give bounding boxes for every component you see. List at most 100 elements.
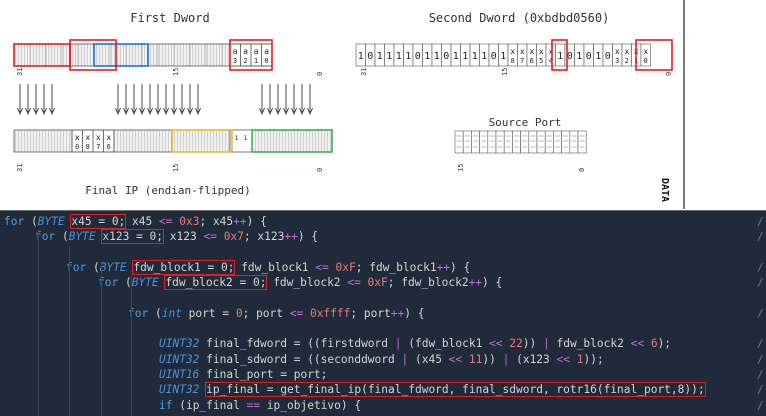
code-token: BYTE bbox=[99, 260, 127, 274]
code-line[interactable]: UINT32 final_sdword = ((seconddword | (x… bbox=[159, 353, 604, 366]
code-token: (fdw_block1 bbox=[401, 337, 490, 351]
code-token: final_port = port; bbox=[199, 368, 328, 381]
second-dword-x-top: x bbox=[624, 47, 629, 56]
code-line[interactable]: for (BYTE x123 = 0; x123 <= 0x7; x123++)… bbox=[35, 229, 319, 245]
code-token: ) { bbox=[246, 215, 267, 228]
source-port-cell bbox=[536, 130, 546, 154]
code-token: ip_objetivo) { bbox=[260, 398, 362, 412]
first-dword-cell-top: a bbox=[264, 47, 269, 56]
second-dword-bit-text: 0 bbox=[605, 51, 611, 62]
arrow-head bbox=[259, 107, 265, 116]
code-line[interactable]: UINT16 final_port = port; bbox=[159, 368, 327, 381]
code-line[interactable]: UINT32 ip_final = get_final_ip(final_fdw… bbox=[159, 382, 706, 398]
code-token: for bbox=[98, 276, 119, 290]
arrow-head bbox=[115, 107, 121, 116]
final-ip-cell-sub: 0 bbox=[75, 143, 79, 151]
code-line[interactable]: for (BYTE fdw_block1 = 0; fdw_block1 <= … bbox=[66, 259, 470, 275]
code-token: 1 bbox=[576, 352, 584, 366]
first-dword-cell-top: a bbox=[243, 47, 248, 56]
code-token: ; port bbox=[350, 306, 391, 320]
final-ip-cell-top: x bbox=[85, 133, 90, 142]
second-dword-x-sub: 6 bbox=[530, 57, 534, 65]
code-token bbox=[570, 353, 577, 366]
code-line[interactable]: for (int port = 0; port <= 0xffff; port+… bbox=[128, 307, 425, 320]
source-port-cell bbox=[503, 130, 513, 154]
axis-label-0-bottom: 0 bbox=[316, 168, 324, 172]
code-token: ( bbox=[118, 276, 132, 290]
axis-label-31-bottom: 31 bbox=[16, 164, 24, 172]
second-dword-bit-text: 1 bbox=[358, 51, 364, 62]
code-token: ; fdw_block2 bbox=[387, 276, 469, 290]
second-dword-title: Second Dword (0xbdbd0560) bbox=[429, 11, 610, 25]
code-token: BYTE bbox=[131, 276, 159, 290]
source-port-cell bbox=[495, 130, 505, 154]
arrow-head bbox=[171, 107, 177, 116]
code-line[interactable]: for (BYTE x45 = 0; x45 <= 0x3; x45++) { bbox=[4, 214, 267, 229]
arrow-head bbox=[275, 107, 281, 116]
arrow-head bbox=[163, 107, 169, 116]
code-token: ++ bbox=[436, 260, 451, 274]
code-token: ++ bbox=[390, 306, 405, 320]
code-token: UINT32 bbox=[159, 337, 200, 351]
second-dword-x-sub: 4 bbox=[549, 57, 553, 65]
second-dword-bit-text: 1 bbox=[576, 51, 582, 62]
code-token: 0x7 bbox=[223, 230, 244, 244]
code-token: | bbox=[394, 337, 402, 351]
second-dword-x-top: x bbox=[529, 47, 534, 56]
arrow-head bbox=[195, 107, 201, 116]
code-line[interactable]: if (ip_final == ip_objetivo) { bbox=[159, 399, 361, 412]
arrow-head bbox=[283, 107, 289, 116]
arrow-head bbox=[179, 107, 185, 116]
arrow-head bbox=[49, 107, 55, 116]
second-dword-bit-text: 1 bbox=[557, 51, 563, 62]
code-token: (ip_final bbox=[172, 398, 247, 412]
code-token: ( bbox=[148, 306, 162, 320]
source-port-cell bbox=[520, 130, 530, 154]
source-port-cell bbox=[577, 130, 587, 154]
code-token: ; port bbox=[242, 306, 290, 320]
second-dword-bit-text: 1 bbox=[405, 51, 411, 62]
comment-marker: / bbox=[757, 306, 764, 320]
source-port-cell bbox=[479, 130, 489, 154]
code-editor[interactable]: for (BYTE x45 = 0; x45 <= 0x3; x45++) { /… bbox=[0, 210, 766, 416]
second-dword-bit-text: 1 bbox=[481, 51, 487, 62]
bit-mapping-arrows bbox=[17, 84, 313, 116]
second-dword-bit-text: 0 bbox=[415, 51, 421, 62]
comment-marker: / bbox=[757, 383, 764, 397]
code-token: port = bbox=[181, 306, 236, 320]
code-token bbox=[303, 307, 310, 320]
code-token: ; x45 bbox=[199, 215, 234, 228]
code-token: ) { bbox=[482, 276, 503, 290]
code-token: << bbox=[448, 352, 463, 366]
code-token: <= bbox=[203, 230, 217, 244]
axis-label-31-top: 31 bbox=[16, 68, 24, 76]
code-token: ) { bbox=[297, 230, 319, 244]
code-token: 0xF bbox=[335, 260, 356, 274]
data-side-label: DATA bbox=[659, 178, 670, 202]
axis-label-15-bottom: 15 bbox=[172, 164, 180, 172]
arrow-head bbox=[291, 107, 297, 116]
second-dword-bit-text: 1 bbox=[377, 51, 383, 62]
arrow-head bbox=[131, 107, 137, 116]
code-token: | bbox=[401, 352, 409, 366]
code-token: ; fdw_block1 bbox=[355, 260, 437, 274]
code-token: | bbox=[543, 337, 550, 351]
comment-marker: / bbox=[757, 352, 764, 366]
code-line[interactable]: for (BYTE fdw_block2 = 0; fdw_block2 <= … bbox=[98, 275, 503, 291]
arrow-head bbox=[147, 107, 153, 116]
second-dword-bit-text: 1 bbox=[424, 51, 430, 62]
code-token: BYTE bbox=[37, 215, 65, 228]
second-dword-x-top: x bbox=[615, 47, 620, 56]
code-token: (x45 bbox=[408, 352, 449, 366]
code-token: 6 bbox=[650, 337, 658, 351]
final-ip-cell-sub: 8 bbox=[86, 143, 90, 151]
axis-label-0-top: 0 bbox=[316, 72, 324, 76]
highlighted-code-token: x123 = 0; bbox=[101, 229, 165, 245]
code-token: 22 bbox=[509, 337, 523, 351]
code-token bbox=[329, 261, 336, 274]
highlighted-code-token: ip_final = get_final_ip(final_fdword, fi… bbox=[205, 382, 706, 398]
code-line[interactable]: UINT32 final_fdword = ((firstdword | (fd… bbox=[159, 337, 671, 350]
code-token: fdw_block1 bbox=[234, 260, 316, 274]
second-dword-bit-text: 1 bbox=[434, 51, 440, 62]
